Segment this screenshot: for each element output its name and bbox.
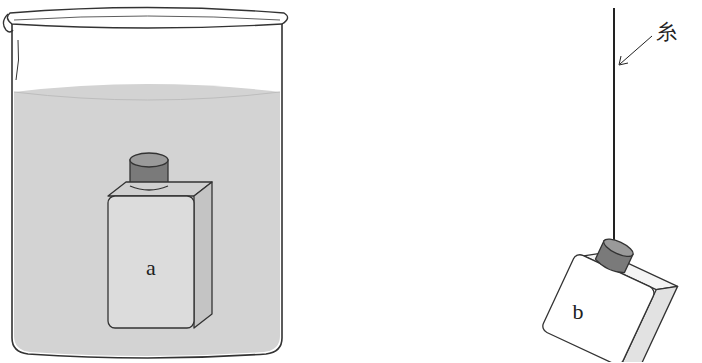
bottle-b: b — [520, 230, 698, 362]
bottle-a: a — [100, 138, 216, 334]
bottle-letter: a — [146, 257, 156, 279]
bottle-outline — [100, 138, 216, 334]
string-label: 糸 — [656, 22, 677, 43]
bottle-outline — [520, 230, 698, 362]
bottle-letter: b — [573, 301, 584, 323]
